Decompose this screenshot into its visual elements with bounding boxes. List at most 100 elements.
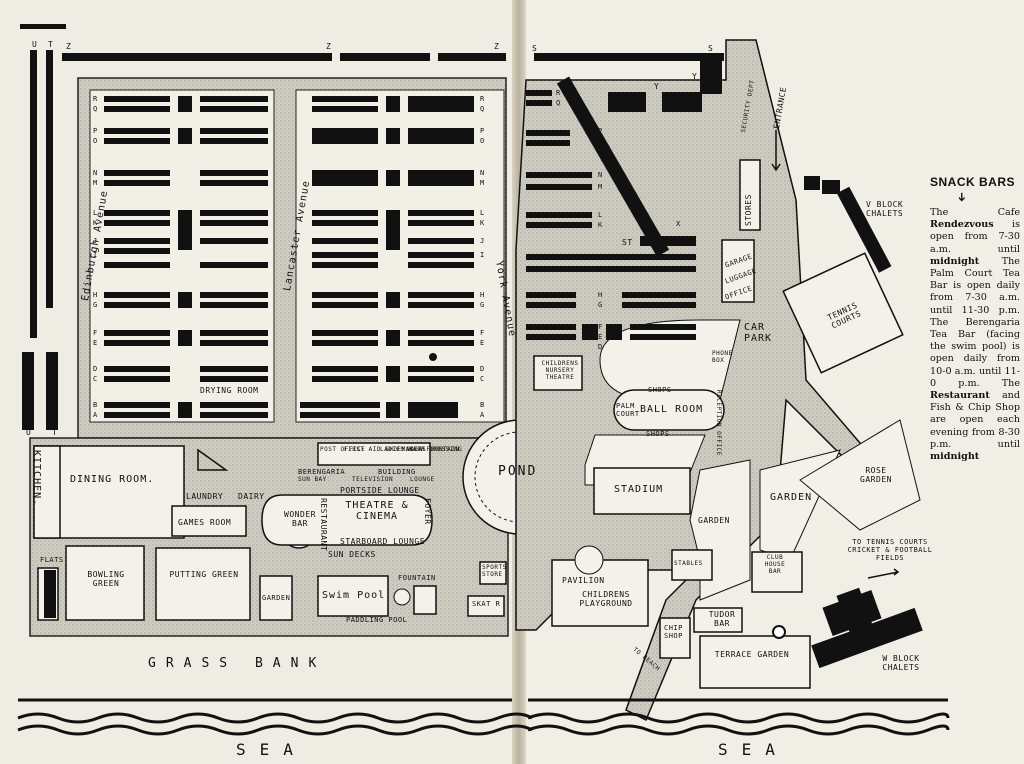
row-letter-right: Q [556,99,561,107]
row-letter-mid: B [480,401,485,409]
top-letter-y2: Y [692,72,698,81]
ballroom-label: BALL ROOM [640,404,704,415]
row-letter-left: G [93,301,98,309]
row-letter-left: L [93,209,98,217]
snack-text-4: and Fish & Chip Shop are open each eveni… [930,390,1020,450]
kitchen-label: KITCHEN. [31,450,42,507]
sea-waves-right [527,698,950,736]
tudor-bar-label: TUDOR BAR [708,610,736,628]
entrance-arrow [771,130,781,172]
row-letter-left: D [93,365,98,373]
row-letter-mid: O [480,137,485,145]
row-letter-mid: C [480,375,485,383]
shops-bottom-label: SHOPS [646,430,670,438]
st-label: ST [622,238,633,247]
top-letter-s: S [532,44,538,53]
sea-waves-left [17,698,533,736]
flats-block [44,570,56,618]
right-chalet-bars [526,53,923,669]
paddling-pool-label: PADDLING POOL [346,616,408,624]
snack-bars-title: SNACK BARS [930,175,1016,189]
row-letter-right: D [598,343,603,351]
putting-green-label: PUTTING GREEN [169,570,239,579]
v-block-label: V BLOCK CHALETS [866,200,904,218]
x-label: X [676,220,681,228]
rose-garden-label: ROSE GARDEN [860,466,892,484]
to-tennis-arrow [867,568,900,579]
row-letter-right: G [598,301,603,309]
row-letter-right: N [598,171,603,179]
stadium-label: STADIUM [614,484,664,495]
row-letter-right: P [598,127,603,135]
soda-fountain-label: SODA FOUNTAIN [406,446,460,453]
television-label: TELEVISION [352,476,394,483]
theatre-cinema-label: THEATRE & CINEMA [345,500,409,522]
snack-midnight-1: midnight [930,255,980,267]
row-letter-right: E [598,333,603,341]
restaurant-label: RESTAURANT [319,498,328,552]
row-letter-mid: A [480,411,485,419]
row-letter-right: M [598,183,603,191]
row-letter-mid: P [480,127,485,135]
reception-label: RECEPTION OFFICE [715,390,722,456]
garden-label-big: GARDEN [770,492,813,503]
palm-court-label: PALM COURT [616,402,640,418]
snack-arrow-icon: ➔ [955,192,969,203]
row-letter-mid: Q [480,105,485,113]
row-letter-left: I [93,251,98,259]
row-letter-left: M [93,179,98,187]
games-room-label: GAMES ROOM [178,518,232,527]
w-block-label: W BLOCK CHALETS [882,654,920,672]
dairy-label: DAIRY [238,492,265,501]
foyer-label: FOYER [423,498,432,525]
row-letter-mid: K [480,219,485,227]
skating-rink-label: SKAT R [472,600,501,608]
row-letter-right: F [598,323,603,331]
portside-lounge-label: PORTSIDE LOUNGE [340,486,420,495]
pavilion-label: PAVILION [562,576,605,585]
row-letter-left: B [93,401,98,409]
snack-restaurant: Restaurant [930,390,990,402]
row-letter-mid: M [480,179,485,187]
snack-midnight-2: midnight [930,451,980,463]
snack-text-3: The Palm Court Tea Bar is open daily fro… [930,255,1020,389]
chip-shop-label: CHIP SHOP [664,624,683,640]
row-letter-mid: I [480,251,485,259]
terrace-marker [772,625,786,639]
drying-room-label: DRYING ROOM [200,386,259,395]
snack-bars-text: The Cafe Rendezvous is open from 7-30 a.… [930,207,1020,463]
first-aid-label: FIRST AID SHOEMAKERS [344,446,427,453]
swim-pool-label: Swim Pool [322,590,386,601]
bottom-letter-u: U [26,428,32,437]
building-label: BUILDING [378,468,416,476]
shops-top-label: SHOPS [648,386,672,394]
top-letter-u: U [32,40,38,49]
childrens-nursery-label: CHILDRENS NURSERY THEATRE [541,360,579,381]
row-letter-mid: F [480,329,485,337]
row-letter-left: C [93,375,98,383]
car-park-label: CAR PARK [744,322,773,344]
row-letter-right: I [598,265,603,273]
row-letter-right: L [598,211,603,219]
post-office-label: POST OFFICE [320,446,366,453]
flats-label: FLATS [40,556,64,564]
bottom-letter-t: T [52,428,58,437]
sea-label-right: SEA [718,740,789,759]
top-letter-z3: Z [494,42,500,51]
top-chalet-bars [20,24,506,430]
row-letter-left: K [93,219,98,227]
row-letter-right: K [598,221,603,229]
row-letter-left: O [93,137,98,145]
wonder-bar-label: WONDER BAR [284,510,316,528]
lounge-label: LOUNGE [410,476,435,483]
row-letter-left: E [93,339,98,347]
sports-store-label: SPORTS STORE [482,564,507,578]
childrens-playground-label: CHILDRENS PLAYGROUND [579,590,633,608]
row-letter-mid: G [480,301,485,309]
row-letter-mid: L [480,209,485,217]
to-tennis-label: TO TENNIS COURTS CRICKET & FOOTBALL FIEL… [847,538,933,562]
pond-label: POND [498,464,538,479]
pavilion-circle [574,545,604,575]
row-letter-left: J [93,237,98,245]
